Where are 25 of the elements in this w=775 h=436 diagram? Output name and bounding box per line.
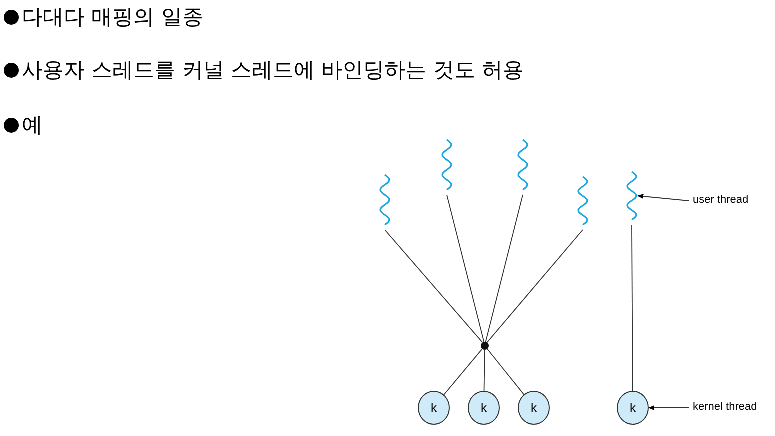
connector-line	[444, 348, 483, 396]
kernel-thread-circle: k	[617, 391, 649, 425]
connector-line	[446, 194, 485, 343]
callout-label: user thread	[693, 194, 749, 206]
connector-line	[632, 224, 634, 392]
user-thread-squiggle	[577, 176, 589, 226]
bullet-text: 다대다 매핑의 일종	[22, 4, 204, 31]
connector-line	[484, 350, 486, 392]
connector-line	[487, 348, 525, 396]
kernel-thread-circle: k	[518, 391, 550, 425]
callout-label: kernel thread	[693, 401, 758, 413]
kernel-thread-circle: k	[418, 391, 450, 425]
user-thread-squiggle	[626, 171, 638, 221]
connector-line	[485, 194, 524, 343]
connector-line	[384, 230, 484, 344]
user-thread-squiggle	[379, 174, 391, 226]
connector-line	[648, 405, 690, 411]
connector-line	[486, 230, 584, 344]
bullet-text: 예	[22, 112, 43, 139]
connector-line	[637, 194, 690, 202]
bullet-text: 사용자 스레드를 커널 스레드에 바인딩하는 것도 허용	[22, 57, 524, 84]
junction-dot	[481, 342, 489, 350]
kernel-thread-circle: k	[468, 391, 500, 425]
user-thread-squiggle	[441, 139, 453, 191]
user-thread-squiggle	[517, 139, 529, 191]
